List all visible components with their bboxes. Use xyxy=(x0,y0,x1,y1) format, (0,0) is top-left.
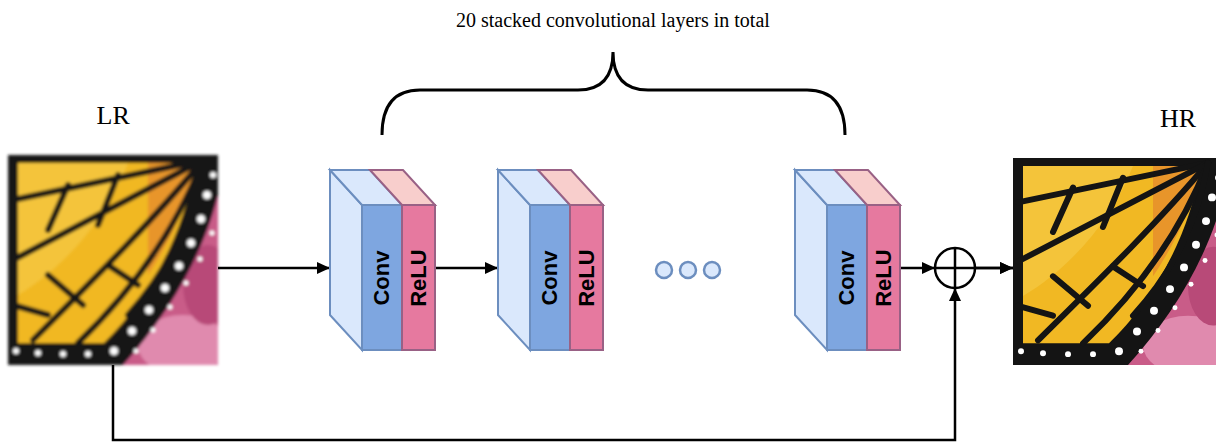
image-node: HR xyxy=(1013,158,1216,365)
relu-layer: ReLU xyxy=(835,170,900,350)
layer-name: Conv xyxy=(370,250,394,305)
arrow-head xyxy=(922,262,935,274)
layer-name: ReLU xyxy=(407,249,431,306)
slab-front xyxy=(570,205,603,350)
conv-layer: Conv xyxy=(498,170,570,350)
layer-name: ReLU xyxy=(575,249,599,306)
conv-layer: Conv xyxy=(330,170,402,350)
brace-label: 20 stacked convolutional layers in total xyxy=(456,8,770,32)
arrow-connector xyxy=(218,267,330,270)
image-heading: LR xyxy=(97,102,130,131)
image-node: LR xyxy=(8,155,218,365)
slab-front xyxy=(827,205,867,350)
layer-name: ReLU xyxy=(872,249,896,306)
arrow-connector xyxy=(435,267,498,270)
adder-plus xyxy=(935,248,975,288)
conv-layer: Conv xyxy=(795,170,867,350)
slab-top xyxy=(538,170,603,205)
ellipsis-dots xyxy=(656,262,720,278)
slab-front xyxy=(402,205,435,350)
slab-top xyxy=(370,170,435,205)
slab-front xyxy=(530,205,570,350)
lr-image xyxy=(0,155,233,375)
slab-front xyxy=(867,205,900,350)
adder-circle xyxy=(935,248,975,288)
layer-name: Conv xyxy=(538,250,562,305)
slab-top xyxy=(835,170,900,205)
arrow-head xyxy=(949,288,961,301)
curly-brace xyxy=(382,52,845,135)
slab-front xyxy=(362,205,402,350)
relu-layer: ReLU xyxy=(370,170,435,350)
image-heading: HR xyxy=(1160,105,1196,134)
hr-image xyxy=(1003,158,1216,375)
relu-layer: ReLU xyxy=(538,170,603,350)
layer-name: Conv xyxy=(835,250,859,305)
